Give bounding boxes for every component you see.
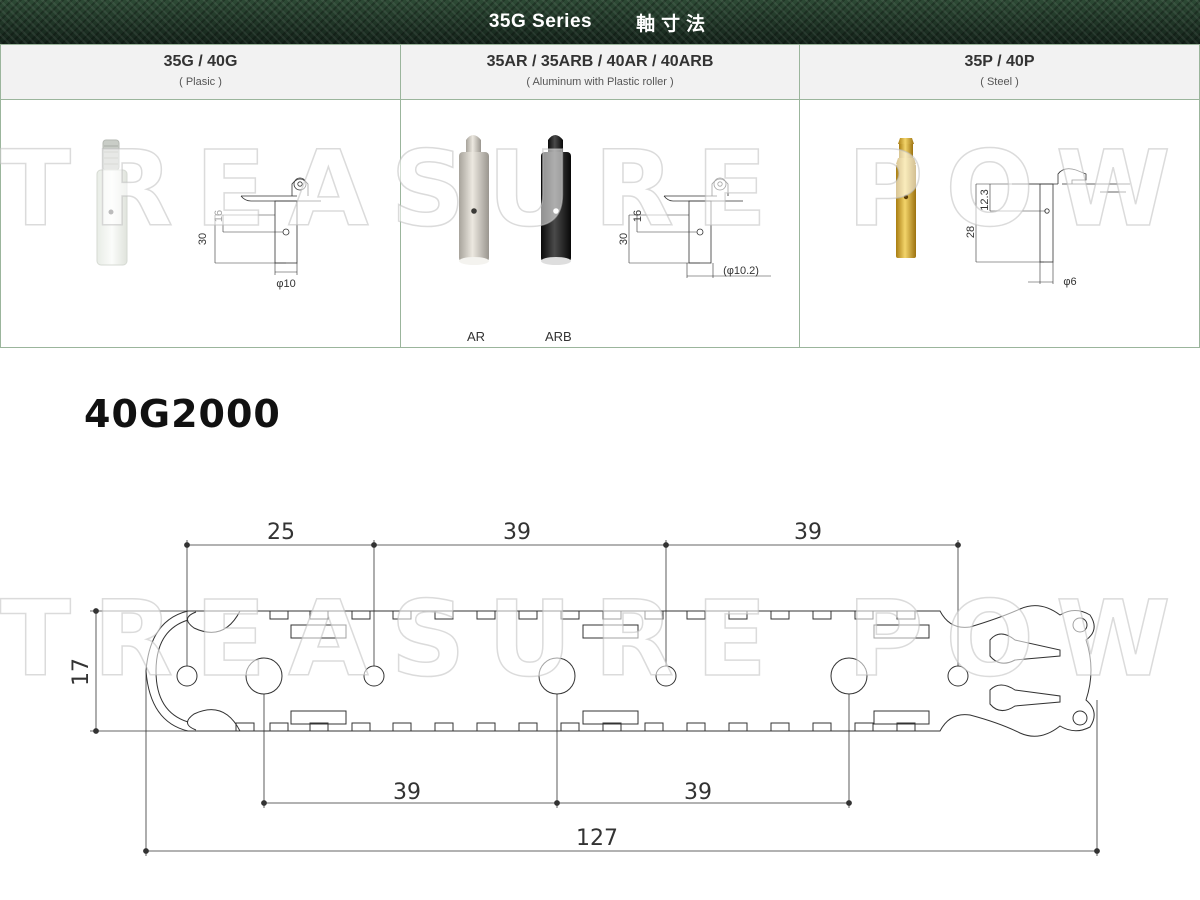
plate-outline xyxy=(145,605,1095,737)
dim-label: (φ10.2) xyxy=(723,265,759,277)
dim-label: φ6 xyxy=(1063,276,1076,288)
pin-line-drawing xyxy=(214,177,321,275)
panel-body: 12.3 28 φ6 xyxy=(800,100,1199,347)
dim-label: 28 xyxy=(965,226,977,238)
pin-photo-steel xyxy=(896,138,916,258)
header-band: 35G Series 軸寸法 xyxy=(0,0,1200,44)
plate-holes xyxy=(176,657,969,695)
pin-line-drawing xyxy=(975,168,1130,284)
model-title: 40G2000 xyxy=(84,392,281,436)
panel-header: 35P / 40P ( Steel ) xyxy=(800,45,1199,100)
dim-top-3: 39 xyxy=(794,520,822,545)
panel-title: 35P / 40P xyxy=(964,53,1035,70)
panel-35p-40p: 35P / 40P ( Steel ) xyxy=(799,45,1200,348)
variant-label-arb: ARB xyxy=(545,329,572,344)
panel-drawing: 30 16 φ10 xyxy=(96,139,321,290)
panel-35g-40g: 35G / 40G ( Plasic ) xyxy=(0,45,401,348)
dim-height: 17 xyxy=(69,658,94,686)
panel-subtitle: ( Aluminum with Plastic roller ) xyxy=(526,76,674,88)
bridge-plate-drawing: 25 39 39 39 39 127 17 xyxy=(69,520,1100,856)
pin-photo-arb xyxy=(541,135,571,265)
panel-title: 35G / 40G xyxy=(163,53,238,70)
dimension-lines xyxy=(90,540,1100,856)
panel-subtitle: ( Plasic ) xyxy=(179,76,222,88)
panel-body: 30 16 (φ10.2) AR ARB xyxy=(401,100,799,347)
dim-bottom-2: 39 xyxy=(684,780,712,805)
panel-35ar-40arb: 35AR / 35ARB / 40AR / 40ARB ( Aluminum w… xyxy=(400,45,800,348)
dim-top-2: 39 xyxy=(503,520,531,545)
panel-body: 30 16 φ10 xyxy=(1,100,400,347)
dim-bottom-1: 39 xyxy=(393,780,421,805)
dim-label: 12.3 xyxy=(979,189,991,210)
dim-label: 30 xyxy=(618,233,630,245)
variant-label-ar: AR xyxy=(467,329,486,344)
header-title: 35G Series xyxy=(488,11,593,32)
panel-drawing: 12.3 28 φ6 xyxy=(896,138,1130,288)
panel-subtitle: ( Steel ) xyxy=(980,76,1019,88)
dimension-labels: 25 39 39 39 39 127 17 xyxy=(69,520,822,851)
dim-label: 16 xyxy=(632,210,644,222)
dim-label: 16 xyxy=(213,210,225,222)
panel-title: 35AR / 35ARB / 40AR / 40ARB xyxy=(486,53,714,70)
panel-drawing: 30 16 (φ10.2) xyxy=(459,135,771,278)
pin-line-drawing xyxy=(628,177,771,278)
pin-photo-ar xyxy=(459,135,489,265)
pin-photo-plastic xyxy=(96,139,128,266)
dim-overall: 127 xyxy=(576,826,618,851)
product-panels: 35G / 40G ( Plasic ) xyxy=(0,44,1200,350)
plate-notches xyxy=(235,611,930,731)
dim-top-1: 25 xyxy=(267,520,295,545)
dim-label: φ10 xyxy=(276,278,295,290)
dim-label: 30 xyxy=(197,233,209,245)
panel-header: 35AR / 35ARB / 40AR / 40ARB ( Aluminum w… xyxy=(401,45,799,100)
header-subtitle: 軸寸法 xyxy=(636,13,712,35)
panel-header: 35G / 40G ( Plasic ) xyxy=(1,45,400,100)
